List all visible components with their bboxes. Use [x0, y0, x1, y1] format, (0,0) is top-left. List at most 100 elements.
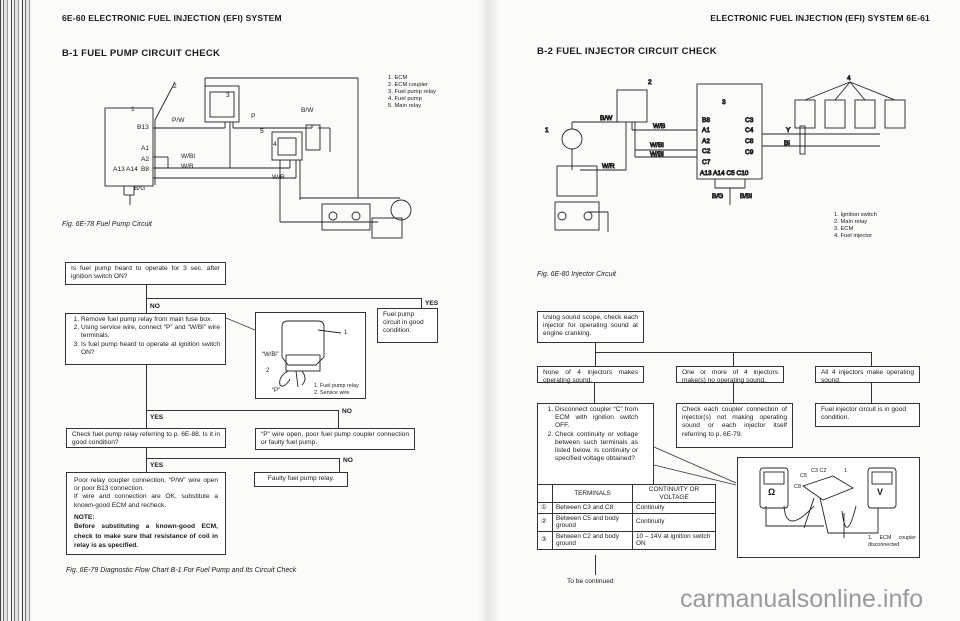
- connector: [146, 365, 147, 428]
- flow-check-each-coupler: Check each coupler connection of injecto…: [676, 403, 793, 448]
- yes-label: YES: [150, 462, 164, 469]
- flow-all-injectors: All 4 injectors make operating sound.: [815, 366, 920, 384]
- step: Remove fuel pump relay from main fuse bo…: [81, 316, 220, 324]
- legend-item: 4. Fuel injector: [834, 233, 873, 239]
- fuel-pump: [305, 124, 321, 151]
- yes-label: YES: [150, 414, 164, 421]
- left-page-header: 6E-60 ELECTRONIC FUEL INJECTION (EFI) SY…: [62, 13, 282, 23]
- note-text: Before substituting a known-good ECM, ch…: [74, 523, 218, 550]
- connector: [871, 352, 872, 366]
- label: B/W: [600, 115, 613, 122]
- yes-label: YES: [425, 300, 439, 307]
- table-header: CONTINUITY OR VOLTAGE: [632, 484, 716, 503]
- label: C5: [800, 473, 808, 479]
- cell: ①: [537, 502, 553, 514]
- label: W/R: [602, 163, 615, 170]
- label: 3: [226, 92, 230, 99]
- label: P/W: [172, 117, 185, 124]
- label: W/Bl: [650, 151, 664, 158]
- label: W/R: [272, 174, 285, 181]
- legend-item: 2. Service wire: [314, 389, 350, 396]
- label: B13: [137, 124, 149, 131]
- label: W/Bl: [650, 142, 664, 149]
- battery: [554, 201, 600, 231]
- label: B/G: [712, 193, 723, 200]
- label: 4: [847, 75, 851, 82]
- callout-line: [226, 317, 256, 331]
- step: Using service wire, connect “P” and “W/B…: [81, 324, 220, 340]
- flow-some-injectors: One or more of 4 injectors make(s) no op…: [676, 366, 784, 384]
- connector: [594, 383, 595, 403]
- section-title-b2: B-2 FUEL INJECTOR CIRCUIT CHECK: [537, 46, 717, 57]
- flow-step-disconnect-coupler: Disconnect coupler “C” from ECM with ign…: [537, 403, 654, 484]
- label: 1: [844, 468, 848, 474]
- connector: [733, 383, 734, 403]
- label: 3: [722, 99, 726, 106]
- ecm-box: [104, 107, 154, 187]
- cell: Continuity: [632, 512, 716, 532]
- flow-result-pump-good: Fuel pump circuit in good condition.: [377, 308, 438, 343]
- ignition-switch-symbol: [390, 199, 412, 221]
- table-header: TERMINALS: [552, 484, 633, 503]
- label: A2: [702, 138, 710, 145]
- circuit-legend-right: 1. Ignition switch 2. Main relay 3. ECM …: [834, 212, 877, 240]
- flow-injector-good: Fuel injector circuit is in good conditi…: [815, 403, 920, 427]
- multimeter-illustration: [759, 467, 897, 538]
- connector: [595, 343, 596, 366]
- label: C4: [745, 127, 754, 134]
- label: B8: [702, 117, 710, 124]
- main-relay: [616, 89, 648, 123]
- figure-caption: Fig. 6E-79 Diagnostic Flow Chart B-1 For…: [66, 567, 297, 574]
- cell: Between C2 and body ground: [552, 530, 633, 550]
- flow-result-faulty-relay: Faulty fuel pump relay.: [254, 472, 348, 487]
- connector: [339, 458, 340, 472]
- connector: [146, 448, 147, 472]
- cell: ②: [537, 512, 553, 532]
- label: 2: [648, 79, 652, 86]
- connector: [421, 298, 422, 308]
- legend-item: 1. ECM coupler disconnected: [868, 535, 916, 548]
- no-label: NO: [342, 408, 352, 415]
- cell: ③: [537, 530, 553, 550]
- label: P: [251, 113, 256, 120]
- label: C8: [794, 484, 802, 490]
- label: B8: [141, 166, 150, 173]
- ohmmeter: [759, 467, 789, 509]
- label: 1: [545, 127, 549, 134]
- label: C3 C2: [811, 468, 827, 474]
- label: “W/Bl”: [262, 352, 279, 358]
- label: A1: [702, 127, 710, 134]
- connector: [146, 285, 147, 313]
- right-page-header: ELECTRONIC FUEL INJECTION (EFI) SYSTEM 6…: [710, 13, 930, 23]
- label: B/G: [134, 185, 146, 192]
- to-be-continued: To be continued: [567, 578, 614, 585]
- label: B/W: [301, 107, 314, 114]
- legend-item: 3. ECM: [834, 226, 854, 232]
- flow-result-p-wire-open: “P” wire open, poor fuel pump coupler co…: [255, 428, 415, 450]
- fuel-pump-relay: [204, 85, 240, 123]
- table-header: [537, 484, 553, 503]
- flow-check-relay: Check fuel pump relay referring to p. 6E…: [66, 428, 226, 448]
- label: A2: [141, 156, 150, 163]
- legend-item: 5. Main relay: [388, 103, 422, 109]
- text: If wire and connection are OK, substitut…: [74, 493, 218, 509]
- label: 4: [273, 141, 277, 148]
- connector: [595, 555, 596, 575]
- label: A13: [113, 166, 125, 173]
- label: 2: [173, 83, 177, 90]
- label: W/B: [653, 123, 665, 130]
- legend-item: 2. ECM coupler: [388, 82, 428, 88]
- label: Y: [786, 127, 791, 134]
- connector: [871, 383, 872, 403]
- flow-question-sound-scope: Using sound scope, check each injector f…: [537, 311, 644, 343]
- figure-caption: Fig. 6E-80 Injector Circuit: [537, 271, 616, 278]
- scan-edge-noise: [0, 0, 32, 621]
- voltmeter: [867, 467, 897, 509]
- page-fold-shadow: [478, 0, 500, 621]
- injector-2: [824, 99, 846, 129]
- cell: Between C3 and C8: [552, 502, 633, 514]
- callout-line: [653, 446, 737, 486]
- cell: Continuity: [632, 502, 716, 514]
- connector: [146, 410, 339, 411]
